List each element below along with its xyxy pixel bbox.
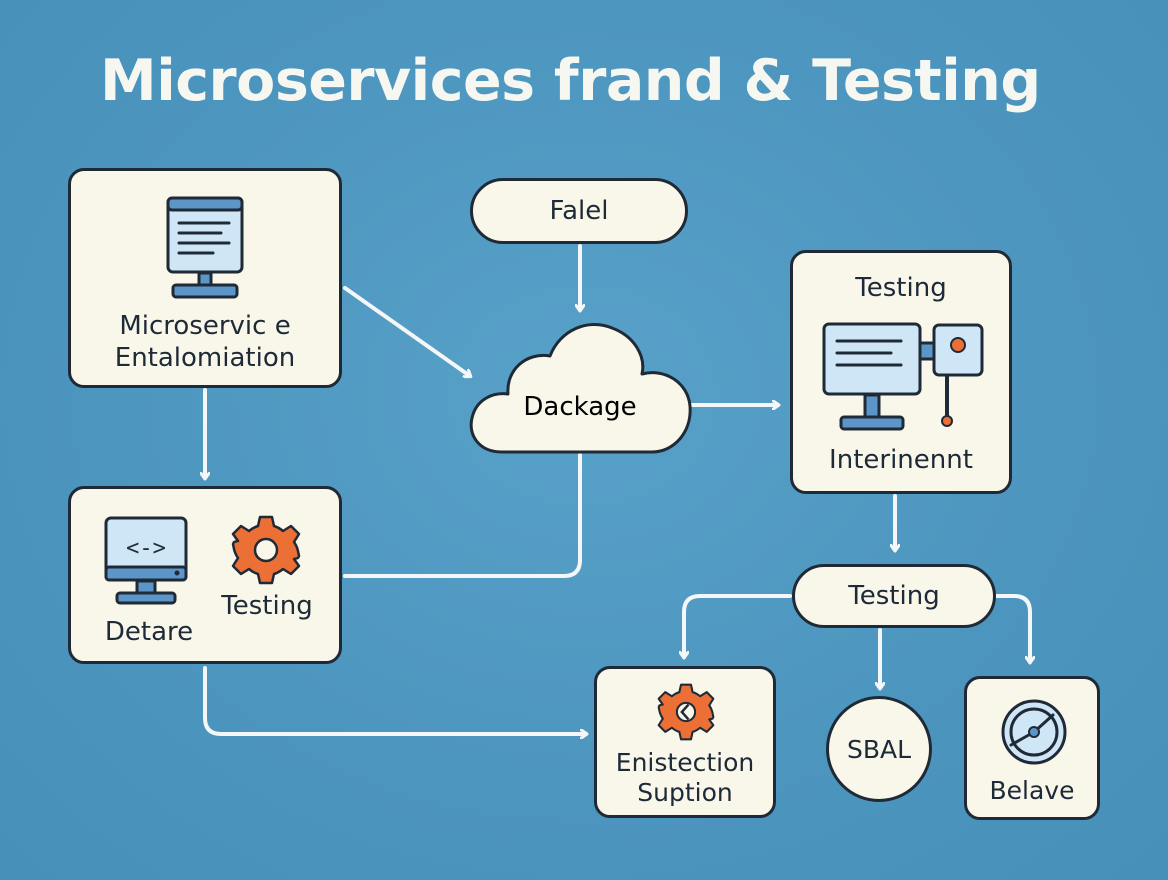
- detare-node: <-> Testing Detare: [68, 486, 342, 664]
- monitor-icon: [166, 196, 244, 299]
- belave-node: Belave: [964, 676, 1100, 820]
- testing-instrument-node: Testing Interinennt: [790, 250, 1012, 494]
- testing-node: Testing: [792, 564, 996, 628]
- dackage-label: Dackage: [523, 392, 637, 422]
- enistection-node: Enistection Suption: [594, 666, 776, 818]
- sbal-node: SBAL: [826, 696, 932, 802]
- code-monitor-icon: <->: [104, 516, 188, 605]
- testing-title: Testing: [855, 273, 947, 303]
- sbal-label: SBAL: [846, 734, 912, 764]
- microservice-node: Microservic e Entalomiation: [68, 168, 342, 388]
- arrow-testing-to-belave: [994, 594, 1030, 662]
- enistection-label-line2: Suption: [637, 778, 733, 807]
- arrow-microservice-to-dackage: [343, 286, 470, 376]
- link-dackage-to-detare: [343, 453, 582, 578]
- diagram-title: Microservices frand & Testing: [100, 48, 1041, 114]
- microservice-label-line2: Entalomiation: [114, 343, 296, 373]
- monitor-probe-icon: [822, 322, 984, 431]
- falel-label: Falel: [549, 195, 609, 226]
- belave-label: Belave: [989, 776, 1075, 805]
- testing-node-label: Testing: [848, 580, 940, 611]
- testing-instrument-label: Interinennt: [829, 445, 973, 475]
- arrow-detare-to-enistection: [203, 666, 586, 734]
- gear-icon: [657, 683, 715, 741]
- falel-node: Falel: [470, 178, 688, 244]
- arrow-testing-to-enistection: [684, 594, 792, 657]
- detare-label: Detare: [104, 617, 194, 647]
- gear-icon: [231, 515, 301, 585]
- microservice-label-line1: Microservic e: [119, 311, 291, 341]
- enistection-label-line1: Enistection: [615, 748, 755, 777]
- svg-text:<->: <->: [126, 536, 166, 561]
- cloud-icon: [469, 323, 692, 454]
- dackage-node: Dackage: [462, 312, 698, 458]
- gauge-icon: [1001, 699, 1067, 765]
- detare-testing-label: Testing: [221, 591, 313, 621]
